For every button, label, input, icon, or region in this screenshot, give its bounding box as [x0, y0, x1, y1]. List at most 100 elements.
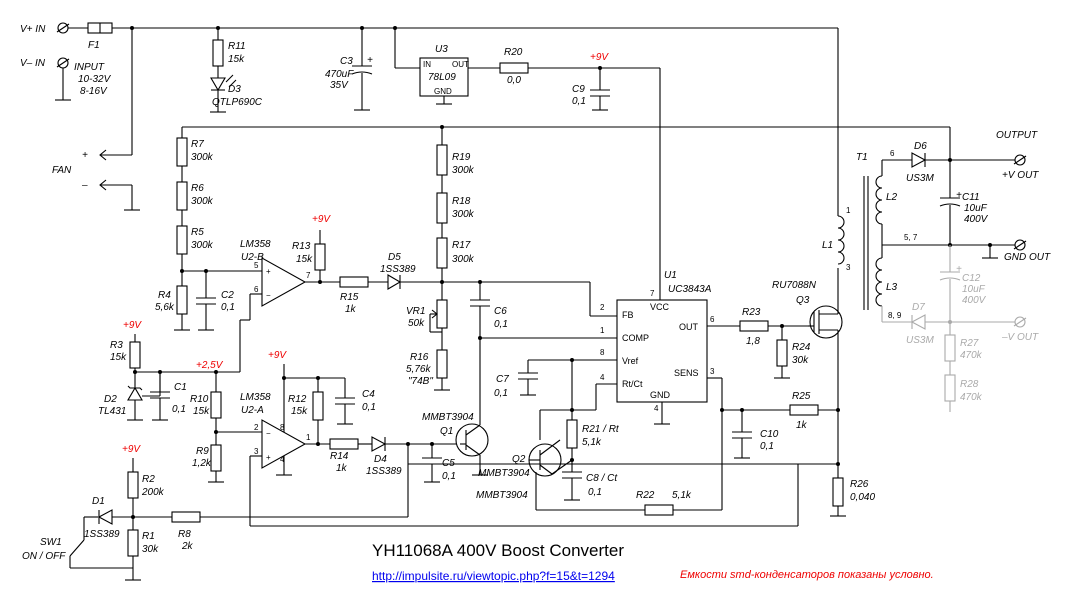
svg-text:15k: 15k	[228, 54, 245, 65]
output-label: OUTPUT	[996, 130, 1038, 141]
svg-text:1k: 1k	[796, 420, 808, 431]
fan-label: FAN	[52, 165, 72, 176]
diode-d6	[911, 152, 927, 168]
svg-text:R6: R6	[191, 183, 204, 194]
switch-sw1[interactable]	[69, 539, 85, 557]
svg-text:6: 6	[254, 285, 259, 294]
svg-text:1: 1	[306, 433, 311, 442]
svg-text:−: −	[266, 429, 271, 438]
svg-text:R9: R9	[196, 446, 209, 457]
svg-text:R18: R18	[452, 196, 471, 207]
resistor-r18	[436, 192, 448, 224]
diode-d4	[371, 436, 387, 452]
svg-text:F1: F1	[88, 40, 100, 51]
inductor-l2	[875, 175, 883, 225]
svg-text:D2: D2	[104, 394, 117, 405]
svg-text:OUT: OUT	[679, 322, 699, 332]
svg-text:0,0: 0,0	[507, 75, 521, 86]
resistor-r22	[644, 504, 674, 516]
inductor-l1	[837, 215, 845, 265]
svg-text:C3: C3	[340, 56, 353, 67]
svg-text:300k: 300k	[452, 254, 475, 265]
svg-text:1k: 1k	[336, 463, 348, 474]
svg-text:1: 1	[846, 206, 851, 215]
svg-text:TL431: TL431	[98, 406, 126, 417]
svg-text:0,1: 0,1	[172, 404, 186, 415]
svg-text:7: 7	[306, 271, 311, 280]
svg-text:6: 6	[710, 315, 715, 324]
svg-text:R17: R17	[452, 240, 471, 251]
svg-text:R7: R7	[191, 139, 204, 150]
svg-text:470uF: 470uF	[325, 69, 354, 80]
svg-text:R24: R24	[792, 342, 811, 353]
svg-text:C5: C5	[442, 458, 455, 469]
svg-text:R21 / Rt: R21 / Rt	[582, 424, 620, 435]
svg-text:1SS389: 1SS389	[366, 466, 402, 477]
svg-text:Q2: Q2	[512, 454, 526, 465]
svg-text:–V OUT: –V OUT	[1001, 332, 1039, 343]
svg-text:+9V: +9V	[123, 320, 142, 331]
svg-text:C12: C12	[962, 273, 981, 284]
resistor-r3	[129, 341, 141, 369]
footnote: Емкости smd-конденсаторов показаны услов…	[680, 569, 934, 581]
svg-text:ON / OFF: ON / OFF	[22, 551, 66, 562]
resistor-r21	[566, 419, 578, 449]
led-d3	[210, 77, 226, 92]
svg-text:R5: R5	[191, 227, 204, 238]
resistor-r13	[314, 243, 326, 271]
svg-text:LM358: LM358	[240, 392, 271, 403]
reference-and-shutdown: +9V R3 15k +2,5V D2 TL431 C1 0,1 R10 15k…	[22, 320, 799, 581]
resistor-r10	[210, 391, 222, 419]
svg-text:RU7088N: RU7088N	[772, 280, 817, 291]
svg-text:C1: C1	[174, 382, 187, 393]
svg-text:Rt/Ct: Rt/Ct	[622, 379, 643, 389]
trimmer-vr1	[436, 299, 448, 329]
svg-text:C10: C10	[760, 429, 779, 440]
diagram-title: YH11068A 400V Boost Converter	[372, 541, 624, 560]
feedback-divider: R7 300k R6 300k R5 300k R4 5,6k C2 0,1 R…	[155, 125, 951, 391]
svg-text:30k: 30k	[792, 355, 809, 366]
resistor-r26	[832, 477, 844, 507]
svg-text:"74B": "74B"	[408, 376, 433, 387]
svg-text:R4: R4	[158, 290, 171, 301]
resistor-r28	[944, 374, 956, 402]
svg-text:R22: R22	[636, 490, 655, 501]
svg-text:15k: 15k	[291, 406, 308, 417]
svg-text:10uF: 10uF	[964, 203, 988, 214]
svg-text:5,1k: 5,1k	[672, 490, 692, 501]
svg-text:400V: 400V	[962, 295, 987, 306]
opamp-u2b: +− 56 7 LM358 U2-B +9V R13 15k R15 1k D5…	[239, 214, 617, 420]
source-link[interactable]: http://impulsite.ru/viewtopic.php?f=15&t…	[372, 569, 615, 583]
svg-text:US3M: US3M	[906, 335, 934, 346]
svg-text:C8 / Ct: C8 / Ct	[586, 473, 618, 484]
resistor-r2	[127, 471, 139, 499]
resistor-r9	[210, 444, 222, 472]
inductor-l3	[875, 257, 883, 307]
svg-text:D3: D3	[228, 84, 241, 95]
svg-text:+: +	[82, 150, 88, 161]
svg-text:8: 8	[280, 423, 285, 432]
svg-text:15k: 15k	[110, 352, 127, 363]
svg-text:GND: GND	[650, 390, 671, 400]
svg-text:−: −	[266, 291, 271, 300]
svg-text:200k: 200k	[141, 487, 165, 498]
svg-text:R3: R3	[110, 340, 123, 351]
svg-text:4: 4	[600, 373, 605, 382]
svg-text:D7: D7	[912, 302, 925, 313]
svg-text:2k: 2k	[181, 541, 194, 552]
svg-text:SENS: SENS	[674, 368, 699, 378]
svg-text:R27: R27	[960, 338, 979, 349]
svg-text:L3: L3	[886, 282, 898, 293]
svg-text:U2-B: U2-B	[241, 252, 264, 263]
svg-text:300k: 300k	[191, 196, 214, 207]
diode-d5	[387, 274, 402, 290]
svg-text:D1: D1	[92, 496, 105, 507]
resistor-r20	[499, 62, 529, 74]
svg-text:R1: R1	[142, 531, 155, 542]
svg-text:0,1: 0,1	[572, 96, 586, 107]
svg-text:UC3843A: UC3843A	[668, 284, 712, 295]
svg-text:15k: 15k	[193, 406, 210, 417]
svg-text:IN: IN	[423, 60, 431, 69]
svg-text:R11: R11	[228, 41, 246, 52]
vout-pos-terminal	[1014, 154, 1026, 166]
